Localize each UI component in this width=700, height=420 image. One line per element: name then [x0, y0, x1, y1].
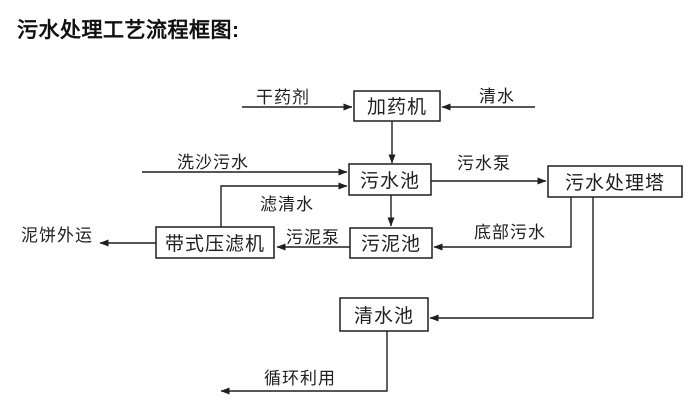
node-dosing-machine: 加药机	[353, 90, 441, 122]
node-dosing-machine-box	[353, 90, 441, 122]
node-sewage-pool: 污水池	[348, 163, 432, 196]
flow-label-sludge-pump: 污泥泵	[286, 228, 340, 247]
node-clean-water-pool: 清水池	[339, 297, 429, 332]
node-belt-filter-press: 带式压滤机	[155, 226, 275, 259]
node-sewage-treatment-tower: 污水处理塔	[547, 165, 683, 198]
edge-filtered-water-to-sewage-pool	[220, 182, 348, 228]
flow-label-dry-chemical: 干药剂	[256, 88, 310, 107]
node-sewage-pool-box	[348, 163, 432, 196]
edge-bottom-sewage-to-sludge-pool	[433, 197, 572, 251]
flow-label-recycling: 循环利用	[264, 369, 336, 388]
node-sewage-treatment-tower-label: 污水处理塔	[565, 172, 665, 194]
edge-treatment-tower-to-clean-water-pool	[429, 197, 594, 322]
node-clean-water-pool-box	[339, 297, 429, 332]
flow-label-filtered-water: 滤清水	[260, 195, 314, 214]
flow-label-sewage-pump: 污水泵	[457, 154, 511, 173]
node-sewage-pool-label: 污水池	[360, 170, 420, 192]
node-belt-filter-press-label: 带式压滤机	[165, 233, 265, 255]
node-belt-filter-press-box	[155, 226, 275, 259]
node-sludge-pool-label: 污泥池	[361, 233, 421, 255]
edge-clean-water-pool-to-recycling	[220, 331, 388, 395]
node-sludge-pool-box	[349, 227, 433, 259]
flow-label-clean-water: 清水	[479, 87, 515, 106]
node-dosing-machine-label: 加药机	[367, 96, 427, 118]
diagram-title: 污水处理工艺流程框图:	[17, 19, 240, 42]
node-clean-water-pool-label: 清水池	[354, 305, 414, 327]
node-sludge-pool: 污泥池	[349, 227, 433, 259]
flow-label-bottom-sewage: 底部污水	[474, 223, 546, 242]
flow-label-sand-washing-sewage: 洗沙污水	[177, 153, 249, 172]
node-sewage-treatment-tower-box	[547, 165, 683, 198]
flow-label-mud-cake-transport: 泥饼外运	[21, 226, 93, 245]
